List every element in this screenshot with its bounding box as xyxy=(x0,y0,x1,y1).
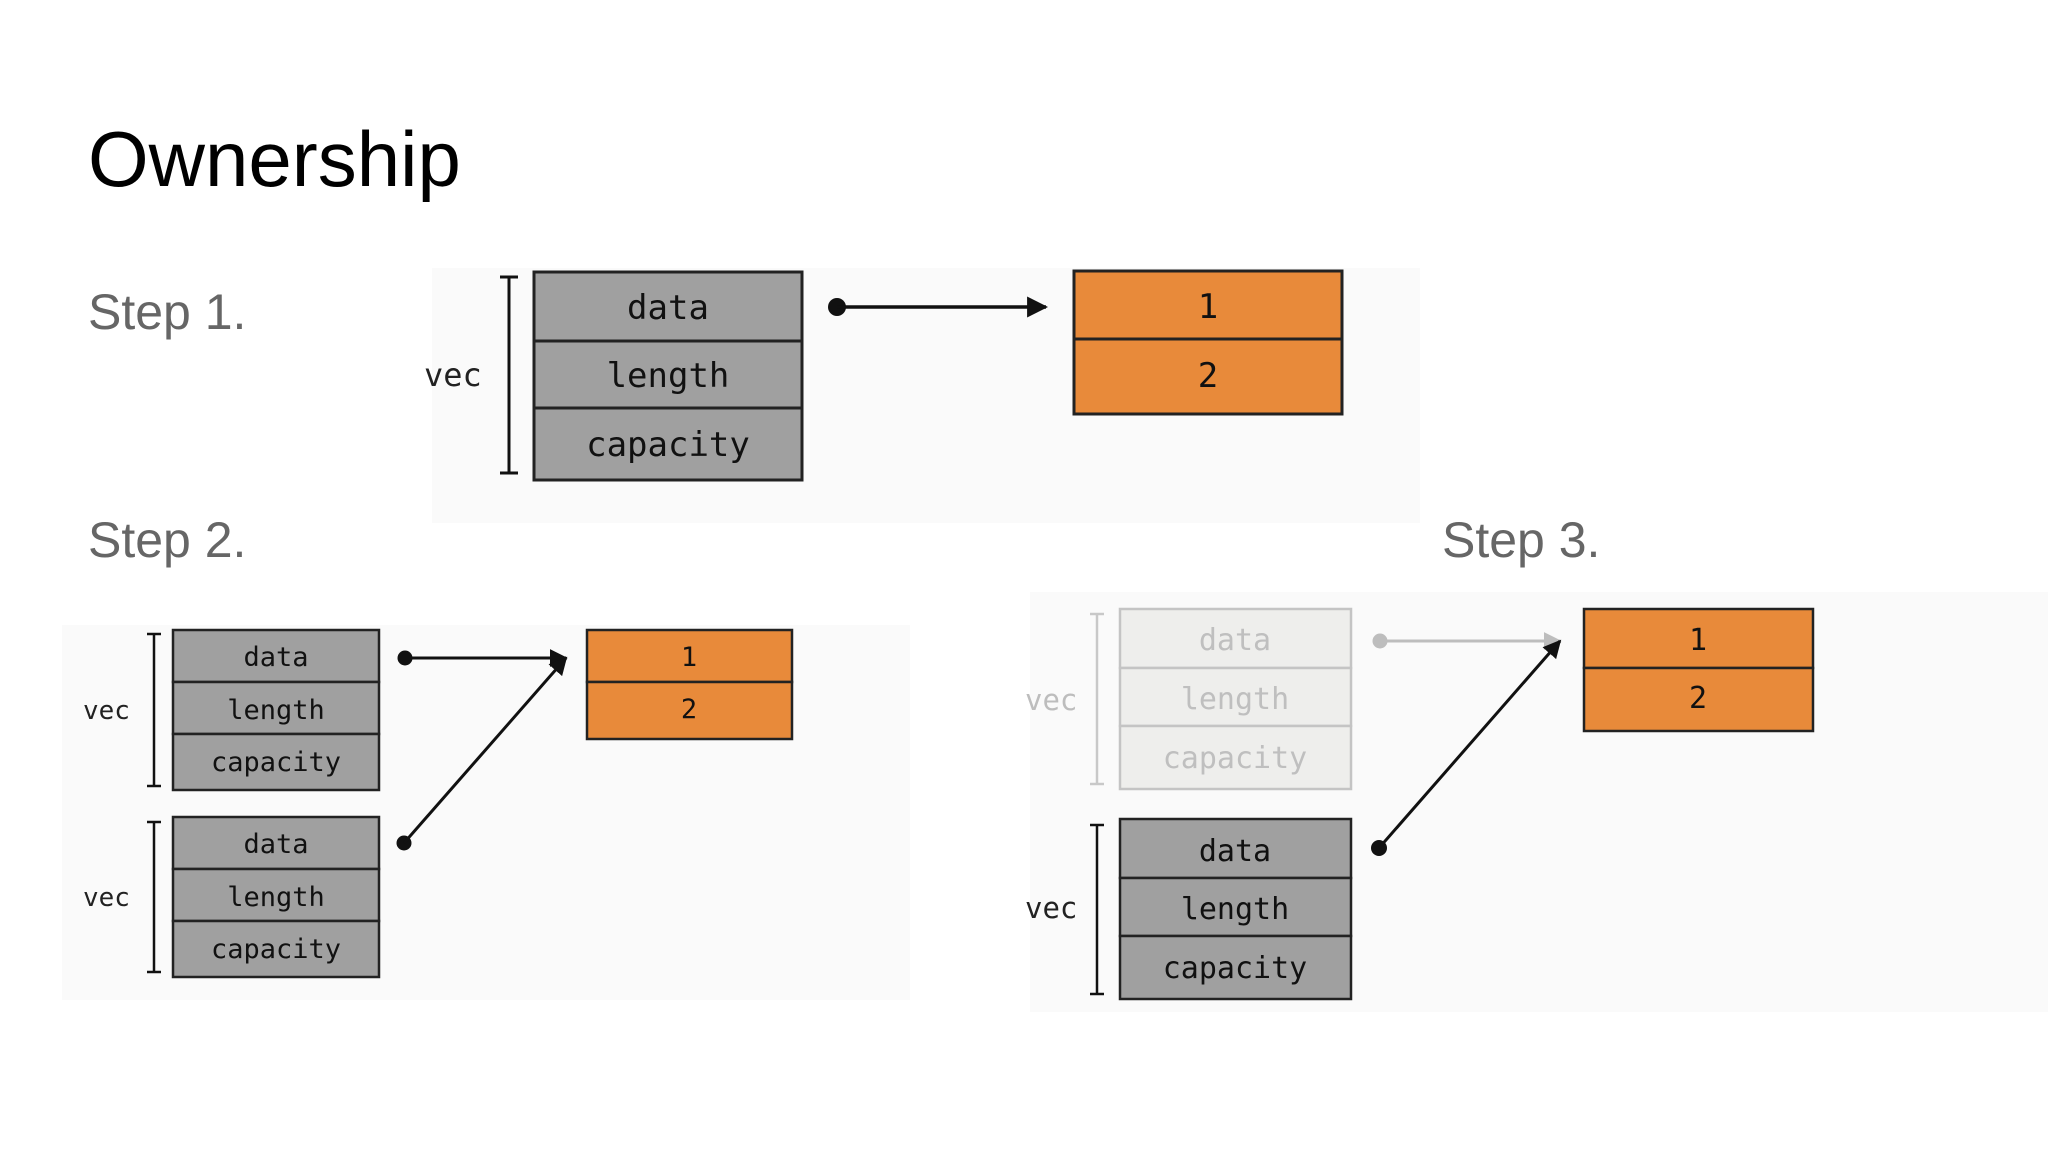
vec-label: vec xyxy=(83,696,130,726)
heap-value: 1 xyxy=(681,642,697,673)
vec-stack-frame: data length capacity xyxy=(1118,817,1353,1001)
step-2-diagram: vec data length capacity vec data length… xyxy=(83,628,794,979)
slide-title: Ownership xyxy=(88,115,461,203)
heap-cell xyxy=(1072,337,1344,416)
heap-value: 1 xyxy=(1198,287,1218,327)
heap-value: 2 xyxy=(1198,356,1218,396)
length-field-label: length xyxy=(227,695,325,726)
data-field-box xyxy=(171,815,381,871)
vec-label: vec xyxy=(424,356,482,394)
data-field-label: data xyxy=(1199,623,1271,658)
length-field-label: length xyxy=(227,882,325,913)
heap-cell xyxy=(1072,269,1344,341)
data-field-label: data xyxy=(243,642,308,673)
step-3-diagram: vec data length capacity vec data length… xyxy=(1025,607,1815,1001)
stack-bracket xyxy=(147,632,161,788)
step-1-label: Step 1. xyxy=(88,284,247,340)
length-field-label: length xyxy=(1181,892,1289,927)
stack-bracket xyxy=(1090,823,1104,996)
stack-bracket xyxy=(147,820,161,974)
step-3-label: Step 3. xyxy=(1442,512,1601,568)
capacity-field-label: capacity xyxy=(586,425,750,465)
capacity-field-box xyxy=(1118,724,1353,791)
capacity-field-box xyxy=(532,406,804,482)
heap-buffer: 1 2 xyxy=(1072,269,1344,416)
vec-stack-frame: data length capacity xyxy=(171,815,381,979)
stack-bracket xyxy=(1090,612,1104,786)
step-1-diagram: vec data length capacity 1 2 xyxy=(424,269,1344,482)
heap-cell xyxy=(585,680,794,741)
capacity-field-box xyxy=(171,919,381,979)
length-field-box xyxy=(171,867,381,923)
heap-buffer: 1 2 xyxy=(1582,607,1815,733)
vec-label: vec xyxy=(1025,891,1077,925)
heap-value: 2 xyxy=(681,694,697,725)
heap-value: 1 xyxy=(1689,623,1707,658)
length-field-box xyxy=(1118,666,1353,728)
step-2-label: Step 2. xyxy=(88,512,247,568)
capacity-field-box xyxy=(1118,934,1353,1001)
length-field-label: length xyxy=(1181,682,1289,717)
vec-label: vec xyxy=(1025,683,1077,717)
capacity-field-label: capacity xyxy=(1163,951,1308,986)
stack-bracket xyxy=(500,275,518,475)
pointer-arrow xyxy=(402,656,568,844)
heap-value: 2 xyxy=(1689,681,1707,716)
data-field-box xyxy=(532,270,804,343)
data-field-label: data xyxy=(1199,834,1271,869)
length-field-box xyxy=(532,339,804,410)
capacity-field-box xyxy=(171,732,381,792)
capacity-field-label: capacity xyxy=(211,934,341,965)
data-field-label: data xyxy=(627,288,709,328)
capacity-field-label: capacity xyxy=(211,747,341,778)
pointer-arrow xyxy=(1377,639,1562,849)
moved-vec-stack-frame: data length capacity xyxy=(1118,607,1353,791)
vec-stack-frame: data length capacity xyxy=(171,628,381,792)
data-field-label: data xyxy=(243,829,308,860)
length-field-label: length xyxy=(607,356,730,396)
heap-cell xyxy=(1582,666,1815,733)
heap-buffer: 1 2 xyxy=(585,628,794,741)
vec-stack-frame: data length capacity xyxy=(532,270,804,482)
vec-label: vec xyxy=(83,883,130,913)
capacity-field-label: capacity xyxy=(1163,741,1308,776)
data-field-box xyxy=(171,628,381,684)
